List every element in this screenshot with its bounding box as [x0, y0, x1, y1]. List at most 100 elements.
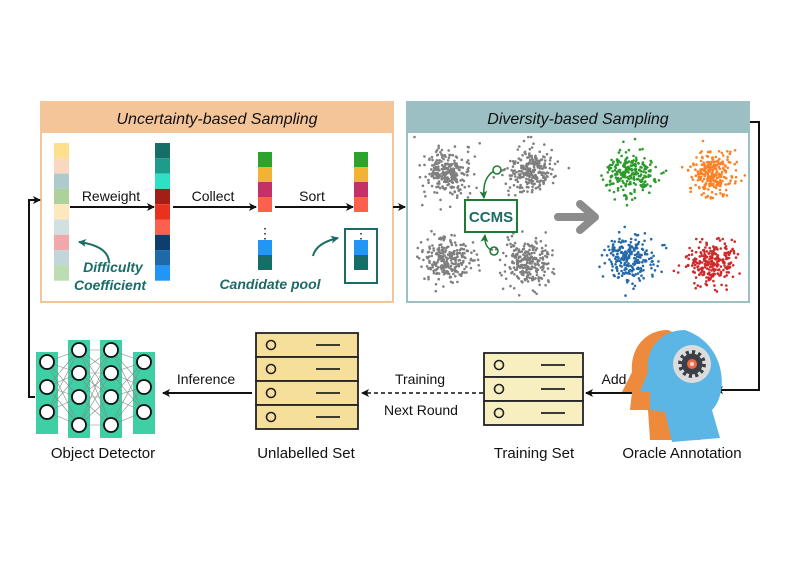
- cluster-point: [709, 197, 712, 200]
- cluster-point: [688, 186, 692, 190]
- network-node: [136, 354, 152, 370]
- cluster-point: [707, 268, 711, 271]
- cluster-point: [720, 170, 724, 174]
- cluster-point: [633, 253, 637, 257]
- cluster-point: [729, 179, 732, 182]
- cluster-point: [450, 180, 454, 184]
- cluster-point: [701, 155, 704, 159]
- cluster-point: [638, 255, 641, 258]
- sorted-bar: [354, 152, 368, 270]
- cluster-point: [567, 166, 571, 170]
- cluster-point: [725, 194, 729, 197]
- cluster-point: [624, 151, 628, 154]
- cluster-point: [427, 277, 430, 281]
- training-label: Training: [395, 371, 445, 387]
- uncertainty-panel-title: Uncertainty-based Sampling: [117, 111, 318, 128]
- cluster-point: [436, 266, 440, 269]
- difficulty-cell: [54, 265, 69, 281]
- cluster-point: [733, 149, 737, 152]
- cluster-point: [699, 240, 702, 244]
- cluster-point: [615, 260, 618, 263]
- sort-label: Sort: [299, 188, 325, 204]
- cluster-point: [614, 166, 618, 170]
- candidate-pool-label: Candidate pool: [219, 276, 321, 292]
- cluster-point: [601, 178, 605, 181]
- cluster-point: [712, 261, 715, 265]
- cluster-point: [672, 269, 676, 273]
- cluster-point: [734, 256, 738, 259]
- cluster-point: [686, 264, 690, 268]
- cluster-point: [535, 158, 538, 162]
- cluster-point: [724, 164, 727, 167]
- cluster-point: [616, 252, 619, 256]
- cluster-point: [437, 146, 440, 150]
- cluster-point: [548, 162, 552, 166]
- cluster-point: [635, 252, 639, 256]
- cluster-point: [527, 186, 530, 189]
- cluster-point: [428, 172, 431, 176]
- ccms-top-arrow: [479, 170, 495, 199]
- difficulty-label-line2: Coefficient: [74, 277, 147, 293]
- cluster-point: [715, 183, 719, 186]
- raw-cluster: [490, 230, 556, 297]
- cluster-point: [632, 268, 635, 271]
- cluster-point: [521, 171, 525, 175]
- cluster-point: [540, 164, 543, 168]
- cluster-point: [539, 256, 542, 260]
- cluster-point: [643, 239, 646, 243]
- cluster-point: [711, 263, 715, 267]
- cluster-point: [714, 186, 718, 190]
- cluster-point: [528, 276, 531, 280]
- cluster-point: [522, 189, 526, 193]
- cluster-point: [698, 273, 701, 277]
- cluster-point: [718, 157, 721, 161]
- cluster-point: [508, 186, 512, 189]
- cluster-point: [467, 185, 471, 188]
- cluster-point: [611, 170, 614, 173]
- collected-cell: [258, 167, 272, 182]
- cluster-point: [710, 173, 714, 176]
- cluster-point: [551, 168, 554, 171]
- cluster-point: [637, 240, 641, 244]
- cluster-point: [456, 186, 459, 189]
- cluster-point: [512, 287, 516, 290]
- cluster-point: [449, 280, 453, 284]
- cluster-point: [530, 265, 534, 268]
- cluster-point: [624, 294, 627, 297]
- cluster-point: [530, 190, 534, 194]
- network-node: [71, 389, 87, 405]
- cluster-point: [706, 155, 710, 158]
- cluster-point: [458, 258, 462, 262]
- cluster-point: [716, 255, 719, 258]
- cluster-point: [461, 270, 464, 274]
- cluster-point: [440, 167, 444, 171]
- cluster-point: [704, 257, 707, 260]
- cluster-point: [527, 271, 531, 274]
- cluster-point: [641, 147, 644, 151]
- cluster-point: [545, 174, 549, 178]
- cluster-point: [600, 253, 604, 257]
- cluster-point: [504, 182, 508, 185]
- sorted-cell: [354, 182, 368, 197]
- cluster-point: [526, 190, 529, 193]
- cluster-point: [446, 253, 450, 256]
- cluster-point: [614, 172, 617, 176]
- cluster-point: [719, 271, 723, 275]
- cluster-point: [654, 165, 657, 169]
- cluster-point: [440, 153, 443, 156]
- cluster-point: [704, 183, 707, 187]
- cluster-point: [447, 156, 451, 159]
- cluster-point: [466, 150, 470, 154]
- cluster-point: [724, 245, 728, 248]
- cluster-point: [432, 163, 436, 167]
- cluster-point: [720, 283, 723, 287]
- cluster-point: [533, 251, 536, 255]
- cluster-point: [702, 270, 706, 274]
- cluster-point: [428, 158, 431, 161]
- cluster-point: [515, 275, 519, 278]
- cluster-point: [445, 257, 449, 261]
- cluster-point: [456, 194, 459, 197]
- cluster-point: [663, 243, 666, 247]
- cluster-point: [711, 273, 714, 276]
